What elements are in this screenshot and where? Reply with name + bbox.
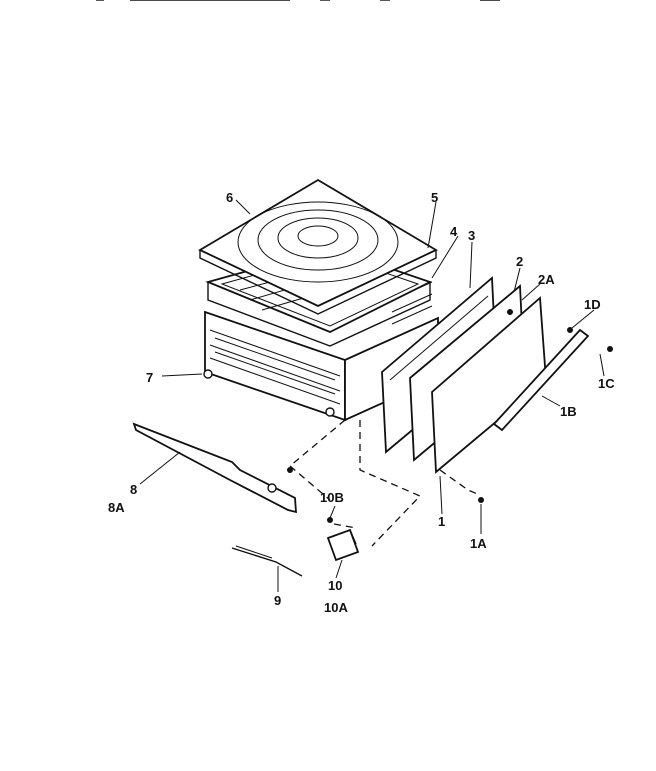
screw-8a xyxy=(287,467,293,473)
label-8: 8 xyxy=(130,482,137,497)
clip-1c xyxy=(607,346,613,352)
trim-strip xyxy=(492,328,590,432)
label-3: 3 xyxy=(468,228,475,243)
label-6: 6 xyxy=(226,190,233,205)
screw-10b xyxy=(327,517,333,523)
label-1d: 1D xyxy=(584,297,601,312)
screw-1a xyxy=(478,497,484,503)
label-10: 10 xyxy=(328,578,342,593)
label-5: 5 xyxy=(431,190,438,205)
bracket-10 xyxy=(326,528,360,562)
rod-9 xyxy=(231,545,303,577)
assembly-lines xyxy=(289,419,481,547)
label-10a: 10A xyxy=(324,600,348,615)
label-2: 2 xyxy=(516,254,523,269)
screw-1d xyxy=(567,327,573,333)
label-7: 7 xyxy=(146,370,153,385)
label-8a: 8A xyxy=(108,500,125,515)
callout-labels: 6 5 4 3 2 2A 1D 1C 1B 7 8 8A 10B 1 1A 9 … xyxy=(108,190,615,615)
leader-lines xyxy=(139,199,605,592)
label-1b: 1B xyxy=(560,404,577,419)
label-9: 9 xyxy=(274,593,281,608)
label-2a: 2A xyxy=(538,272,555,287)
label-4: 4 xyxy=(450,224,458,239)
drawer-top-panel xyxy=(198,178,438,315)
label-1: 1 xyxy=(438,514,445,529)
label-1c: 1C xyxy=(598,376,615,391)
label-10b: 10B xyxy=(320,490,344,505)
slide-rail xyxy=(132,422,297,514)
label-1a: 1A xyxy=(470,536,487,551)
